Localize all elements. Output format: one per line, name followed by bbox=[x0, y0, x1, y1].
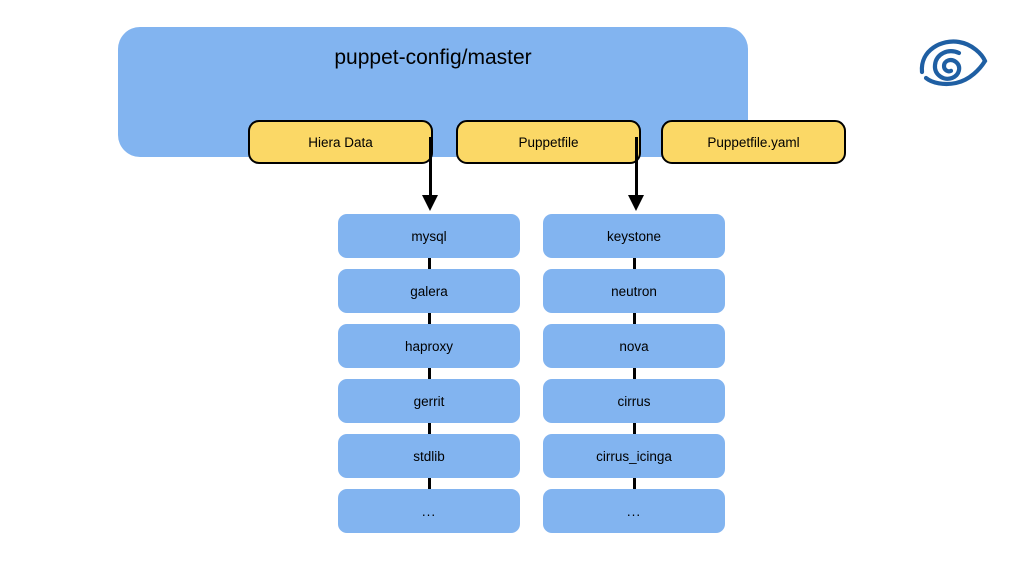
module-label: mysql bbox=[411, 228, 447, 244]
module-label: keystone bbox=[606, 228, 662, 244]
module-box[interactable]: gerrit bbox=[338, 379, 520, 434]
arrow-head bbox=[628, 195, 644, 211]
module-box[interactable]: cirrus_icinga bbox=[543, 434, 725, 489]
module-box[interactable]: nova bbox=[543, 324, 725, 379]
file-box-puppetfile-yaml[interactable]: Puppetfile.yaml bbox=[661, 120, 846, 164]
file-box-hiera-data[interactable]: Hiera Data bbox=[248, 120, 433, 164]
module-label: nova bbox=[619, 338, 649, 354]
module-label: stdlib bbox=[413, 448, 445, 464]
module-label: galera bbox=[410, 283, 448, 299]
arrow-shaft bbox=[635, 137, 638, 197]
arrow-shaft bbox=[429, 137, 432, 197]
module-box[interactable]: ... bbox=[338, 489, 520, 533]
file-box-label: Puppetfile bbox=[518, 134, 579, 150]
module-box[interactable]: neutron bbox=[543, 269, 725, 324]
arrow-head bbox=[422, 195, 438, 211]
arrow-down-icon-puppetfile bbox=[422, 137, 438, 212]
module-box[interactable]: haproxy bbox=[338, 324, 520, 379]
module-box[interactable]: stdlib bbox=[338, 434, 520, 489]
page-title: puppet-config/master bbox=[334, 46, 532, 69]
module-label: cirrus bbox=[617, 393, 651, 409]
repo-container: puppet-config/master Hiera Data Puppetfi… bbox=[118, 27, 846, 164]
file-box-puppetfile[interactable]: Puppetfile bbox=[456, 120, 641, 164]
module-box[interactable]: keystone bbox=[543, 214, 725, 269]
module-label: haproxy bbox=[404, 338, 454, 354]
module-column-right: keystone neutron nova cirrus cirrus_icin… bbox=[543, 214, 725, 533]
module-label: ... bbox=[421, 503, 437, 519]
module-label: neutron bbox=[611, 283, 657, 299]
module-box[interactable]: galera bbox=[338, 269, 520, 324]
file-box-label: Puppetfile.yaml bbox=[707, 134, 800, 150]
file-box-label: Hiera Data bbox=[308, 134, 373, 150]
module-box[interactable]: cirrus bbox=[543, 379, 725, 434]
module-label: cirrus_icinga bbox=[596, 448, 672, 464]
module-label: gerrit bbox=[413, 393, 445, 409]
eye-spiral-logo bbox=[914, 36, 990, 94]
module-box[interactable]: ... bbox=[543, 489, 725, 533]
module-box[interactable]: mysql bbox=[338, 214, 520, 269]
arrow-down-icon-puppetfile-yaml bbox=[628, 137, 644, 212]
module-column-left: mysql galera haproxy gerrit stdlib ... bbox=[338, 214, 520, 533]
module-label: ... bbox=[626, 503, 642, 519]
